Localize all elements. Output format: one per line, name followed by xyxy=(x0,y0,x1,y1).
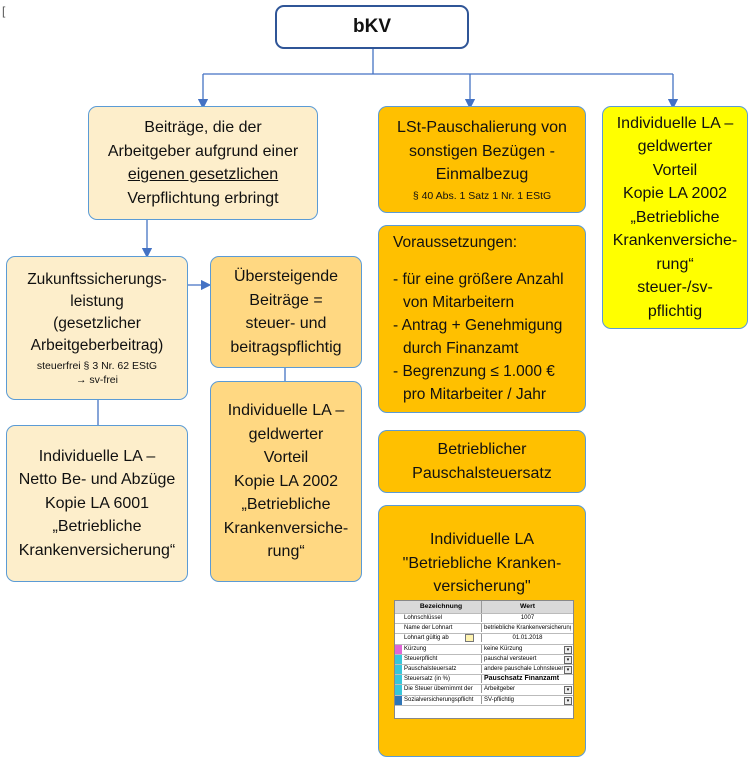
calendar-icon[interactable] xyxy=(465,634,474,643)
lst-title: LSt-Pauschalierung von sonstigen Bezügen… xyxy=(397,119,567,184)
table-cell-value: 01.01.2018 xyxy=(481,634,571,643)
req-line-2: von Mitarbeitern xyxy=(403,294,515,311)
req-line-1: - für eine größere Anzahl xyxy=(393,271,564,288)
geldwerter-vorteil-node: Individuelle LA – geldwerter Vorteil Kop… xyxy=(210,381,362,582)
dropdown-arrow-icon[interactable]: ▾ xyxy=(564,686,572,695)
uebersteigend-text: Übersteigende Beiträge = steuer- und bei… xyxy=(230,268,342,356)
table-cell-value: betriebliche Krankenversicherung xyxy=(481,624,571,633)
table-row: Lohnschlüssel 1007 xyxy=(395,614,573,625)
table-row: Steuerpflicht pauschal versteuert▾ xyxy=(395,654,573,665)
zukunftssicherung-node: Zukunftssicherungs- leistung (gesetzlich… xyxy=(6,256,188,400)
table-cell-label: Kürzung xyxy=(404,645,427,652)
table-cell-value: 1007 xyxy=(481,614,571,622)
root-node-bkv: bKV xyxy=(275,5,469,49)
table-row: Name der Lohnart betriebliche Krankenvers… xyxy=(395,624,573,635)
lst-note: § 40 Abs. 1 Satz 1 Nr. 1 EStG xyxy=(412,189,552,202)
table-row: Kürzung keine Kürzung▾ xyxy=(395,644,573,655)
pauschalsteuersatz-text: Betrieblicher Pauschalsteuersatz xyxy=(412,441,552,482)
dropdown-arrow-icon[interactable]: ▾ xyxy=(564,655,572,664)
individual-la-yellow-node: Individuelle LA – geldwerter Vorteil Kop… xyxy=(602,106,748,329)
table-cell-value[interactable]: keine Kürzung xyxy=(481,644,571,653)
row-color-marker xyxy=(395,675,402,685)
table-cell-label: Die Steuer übernimmt der xyxy=(404,686,473,693)
table-cell-label: Steuersatz (in %) xyxy=(404,676,451,683)
voraussetzungen-title: Voraussetzungen: xyxy=(393,234,518,251)
pauschalsteuersatz-node: Betrieblicher Pauschalsteuersatz xyxy=(378,430,586,493)
table-cell-label: Lohnschlüssel xyxy=(404,615,443,621)
dropdown-arrow-icon[interactable]: ▾ xyxy=(564,645,572,654)
table-row: Sozialversicherungspflicht SV-pflichtig▾ xyxy=(395,695,573,706)
table-cell-label: Lohnart gültig ab xyxy=(404,635,449,642)
individuelle-la-text: Individuelle LA "Betriebliche Kranken- v… xyxy=(402,531,562,595)
table-header-bezeichnung: Bezeichnung xyxy=(419,603,463,610)
employer-line-2: Arbeitgeber aufgrund einer xyxy=(107,142,299,160)
netto-text: Individuelle LA – Netto Be- und Abzüge K… xyxy=(18,447,176,559)
corner-mark: [ xyxy=(2,4,6,18)
table-header-wert: Wert xyxy=(481,601,571,613)
netto-abzuege-node: Individuelle LA – Netto Be- und Abzüge K… xyxy=(6,425,188,582)
table-cell-value[interactable]: andere pauschale Lohnsteuer xyxy=(481,664,571,673)
table-cell-label: Pauschalsteuersatz xyxy=(404,665,457,672)
employer-line-3: eigenen gesetzlichen xyxy=(127,166,279,183)
table-row: Pauschalsteuersatz andere pauschale Lohns… xyxy=(395,664,573,676)
table-row: Die Steuer übernimmt der Arbeitgeber▾ xyxy=(395,685,573,696)
geldwert-text: Individuelle LA – geldwerter Vorteil Kop… xyxy=(223,402,349,561)
root-title: bKV xyxy=(353,16,391,37)
table-cell-value: Pauschsatz Finanzamt xyxy=(481,675,571,684)
req-line-4: durch Finanzamt xyxy=(403,340,519,357)
table-cell-value[interactable]: pauschal versteuert xyxy=(481,654,571,663)
row-color-marker xyxy=(395,654,402,664)
dropdown-arrow-icon[interactable]: ▾ xyxy=(564,665,572,674)
employer-line-1: Beiträge, die der xyxy=(144,119,262,136)
individual-yellow-text: Individuelle LA – geldwerter Vorteil Kop… xyxy=(612,114,738,320)
row-color-marker xyxy=(395,695,402,705)
zukunft-note: steuerfrei § 3 Nr. 62 EStG → sv-frei xyxy=(36,360,158,386)
row-color-marker xyxy=(395,685,402,695)
row-color-marker xyxy=(395,644,402,654)
table-cell-label: Name der Lohnart xyxy=(404,625,453,632)
voraussetzungen-node: Voraussetzungen: - für eine größere Anza… xyxy=(378,225,586,413)
table-cell-value[interactable]: SV-pflichtig xyxy=(481,695,571,704)
req-line-5: - Begrenzung ≤ 1.000 € xyxy=(393,363,555,380)
uebersteigende-beitraege-node: Übersteigende Beiträge = steuer- und bei… xyxy=(210,256,362,368)
table-row: Steuersatz (in %) Pauschsatz Finanzamt xyxy=(395,675,573,686)
dropdown-arrow-icon[interactable]: ▾ xyxy=(564,696,572,705)
table-cell-label: Steuerpflicht xyxy=(404,655,438,662)
zukunft-text: Zukunftssicherungs- leistung (gesetzlich… xyxy=(27,271,167,354)
table-cell-value[interactable]: Arbeitgeber xyxy=(481,685,571,694)
table-header-row: Bezeichnung Wert xyxy=(395,601,573,614)
table-cell-label: Sozialversicherungspflicht xyxy=(404,696,474,703)
employer-contribution-node: Beiträge, die der Arbeitgeber aufgrund e… xyxy=(88,106,318,220)
employer-line-4: Verpflichtung erbringt xyxy=(127,189,279,207)
row-color-marker xyxy=(395,664,402,675)
table-row: Lohnart gültig ab 01.01.2018 xyxy=(395,634,573,645)
req-line-6: pro Mitarbeiter / Jahr xyxy=(403,386,546,403)
req-line-3: - Antrag + Genehmigung xyxy=(393,317,563,334)
lst-pauschalierung-node: LSt-Pauschalierung von sonstigen Bezügen… xyxy=(378,106,586,213)
